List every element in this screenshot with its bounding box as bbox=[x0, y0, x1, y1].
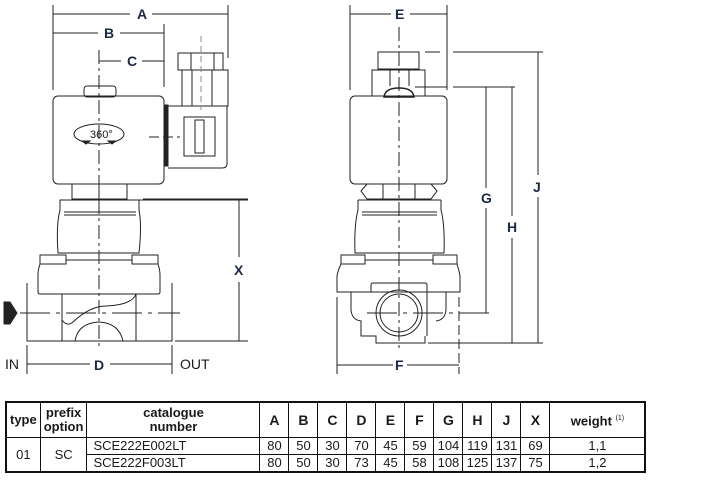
catalogue-cell: SCE222F003LT bbox=[86, 454, 261, 473]
cell-a: 80 bbox=[259, 437, 290, 455]
header-b: B bbox=[288, 401, 319, 438]
header-f: F bbox=[404, 401, 435, 438]
dim-label-g: G bbox=[481, 190, 492, 206]
header-g: G bbox=[433, 401, 464, 438]
cell-weight: 1,1 bbox=[549, 437, 646, 455]
cell-c: 30 bbox=[317, 454, 348, 473]
rotation-label: 360° bbox=[90, 129, 113, 141]
header-a: A bbox=[259, 401, 290, 438]
cell-f: 58 bbox=[404, 454, 435, 473]
header-d: D bbox=[346, 401, 377, 438]
cell-e: 45 bbox=[375, 437, 406, 455]
flow-direction-arrow-icon bbox=[3, 301, 18, 325]
cell-g: 104 bbox=[433, 437, 464, 455]
catalogue-cell: SCE222E002LT bbox=[86, 437, 261, 455]
table-row: 01 SC SCE222E002LT 80 50 30 70 45 59 104… bbox=[5, 437, 646, 473]
valve-dimension-drawing: A B C D X E F G H J IN OUT 360° bbox=[3, 5, 543, 374]
header-j: J bbox=[491, 401, 522, 438]
cell-f: 59 bbox=[404, 437, 435, 455]
table-row: SCE222F003LT 80 50 30 73 45 58 108 125 1… bbox=[6, 454, 646, 473]
cell-e: 45 bbox=[375, 454, 406, 473]
dim-label-f: F bbox=[395, 357, 404, 373]
header-prefix-line1: prefix bbox=[45, 405, 82, 420]
dim-label-a: A bbox=[137, 6, 147, 22]
dim-label-c: C bbox=[127, 53, 137, 69]
cell-x: 69 bbox=[520, 437, 551, 455]
cell-b: 50 bbox=[288, 454, 319, 473]
cell-j: 137 bbox=[491, 454, 522, 473]
cell-c: 30 bbox=[317, 437, 348, 455]
header-type: type bbox=[5, 401, 41, 438]
prefix-cell: SC bbox=[39, 437, 88, 473]
dim-label-e: E bbox=[395, 6, 404, 22]
dim-label-b: B bbox=[104, 25, 114, 41]
header-catalogue-line2: number bbox=[149, 419, 198, 434]
dim-label-d: D bbox=[94, 357, 104, 373]
side-view bbox=[336, 5, 543, 374]
dim-label-x: X bbox=[234, 262, 244, 278]
cell-g: 108 bbox=[433, 454, 464, 473]
cell-x: 75 bbox=[520, 454, 551, 473]
inlet-label: IN bbox=[5, 356, 19, 372]
cell-d: 70 bbox=[346, 437, 377, 455]
outlet-label: OUT bbox=[180, 356, 210, 372]
header-prefix-line2: option bbox=[43, 419, 84, 434]
header-c: C bbox=[317, 401, 348, 438]
header-e: E bbox=[375, 401, 406, 438]
cell-a: 80 bbox=[259, 454, 290, 473]
dim-label-h: H bbox=[507, 219, 517, 235]
cell-j: 131 bbox=[491, 437, 522, 455]
header-weight: weight (1) bbox=[549, 401, 646, 438]
type-cell: 01 bbox=[5, 437, 41, 473]
header-h: H bbox=[462, 401, 493, 438]
header-weight-label: weight bbox=[570, 413, 612, 429]
header-x: X bbox=[520, 401, 551, 438]
cell-h: 125 bbox=[462, 454, 493, 473]
front-view bbox=[3, 5, 248, 374]
header-catalogue-line1: catalogue bbox=[143, 405, 204, 420]
weight-footnote-marker: (1) bbox=[615, 414, 625, 422]
cell-d: 73 bbox=[346, 454, 377, 473]
dim-label-j: J bbox=[533, 179, 541, 195]
cell-h: 119 bbox=[462, 437, 493, 455]
cell-b: 50 bbox=[288, 437, 319, 455]
cell-weight: 1,2 bbox=[549, 454, 646, 473]
